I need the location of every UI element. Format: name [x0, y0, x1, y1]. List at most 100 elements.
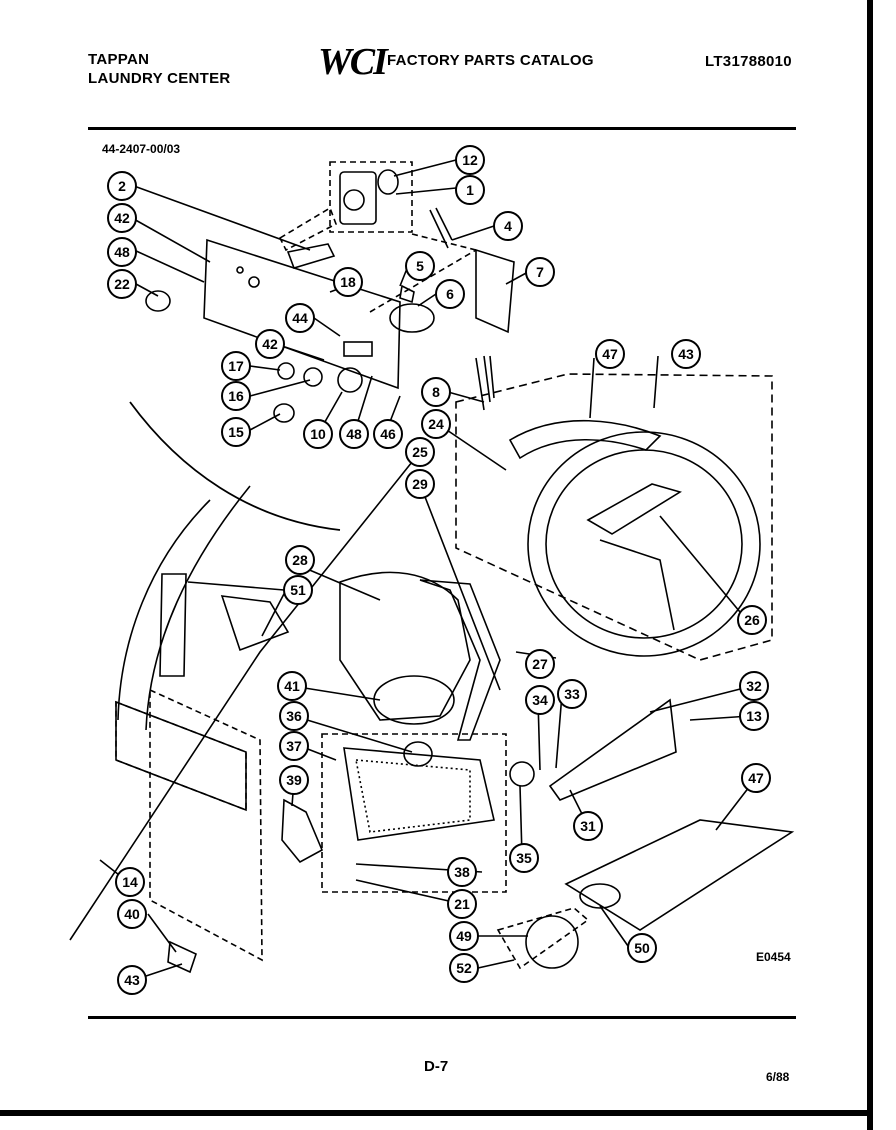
- callout-c32: 32: [739, 671, 769, 701]
- callout-c29: 29: [405, 469, 435, 499]
- wci-logo: WCI: [318, 41, 388, 83]
- callout-c36: 36: [279, 701, 309, 731]
- callout-c26: 26: [737, 605, 767, 635]
- callout-label: 52: [456, 960, 472, 976]
- callout-circle: [107, 237, 137, 267]
- model-number: LT31788010: [705, 53, 792, 70]
- callout-circle: [627, 933, 657, 963]
- header-rule: [88, 127, 796, 130]
- callout-c50: 50: [627, 933, 657, 963]
- callout-c35: 35: [509, 843, 539, 873]
- callout-label: 44: [292, 310, 308, 326]
- callout-circle: [221, 351, 251, 381]
- footer-rule: [88, 1016, 796, 1019]
- callout-c40: 40: [117, 899, 147, 929]
- callout-c7: 7: [525, 257, 555, 287]
- callout-circle: [449, 921, 479, 951]
- callout-circle: [255, 329, 285, 359]
- callout-label: 50: [634, 940, 650, 956]
- callout-c4: 4: [493, 211, 523, 241]
- callout-circle: [493, 211, 523, 241]
- callout-circle: [333, 267, 363, 297]
- callout-c43b: 43: [117, 965, 147, 995]
- callout-label: 31: [580, 818, 596, 834]
- callout-circle: [447, 889, 477, 919]
- callout-c17: 17: [221, 351, 251, 381]
- callout-c48b: 48: [339, 419, 369, 449]
- brand-line-1: TAPPAN: [88, 51, 150, 68]
- callout-label: 49: [456, 928, 472, 944]
- callout-circle: [455, 175, 485, 205]
- callout-circle: [671, 339, 701, 369]
- brand-line-2: LAUNDRY CENTER: [88, 70, 231, 87]
- callout-circle: [221, 417, 251, 447]
- callout-c44: 44: [285, 303, 315, 333]
- callout-c34: 34: [525, 685, 555, 715]
- callout-c16: 16: [221, 381, 251, 411]
- callout-circle: [107, 203, 137, 233]
- callout-c14: 14: [115, 867, 145, 897]
- callout-circle: [107, 171, 137, 201]
- callout-circle: [405, 469, 435, 499]
- callout-label: 29: [412, 476, 428, 492]
- callout-c37: 37: [279, 731, 309, 761]
- callout-label: 47: [602, 346, 618, 362]
- callout-label: 43: [124, 972, 140, 988]
- callout-label: 33: [564, 686, 580, 702]
- page-border-bottom: [0, 1110, 873, 1116]
- callout-circle: [557, 679, 587, 709]
- footer-date: 6/88: [766, 1070, 790, 1084]
- callout-label: 40: [124, 906, 140, 922]
- page-label: D-7: [424, 1058, 449, 1075]
- callout-label: 15: [228, 424, 244, 440]
- callout-label: 22: [114, 276, 130, 292]
- diagram-number: 44-2407-00/03: [102, 142, 181, 156]
- callout-circle: [373, 419, 403, 449]
- callout-label: 42: [114, 210, 130, 226]
- callout-c21: 21: [447, 889, 477, 919]
- callout-circle: [279, 701, 309, 731]
- callout-label: 2: [118, 178, 126, 194]
- callout-label: 4: [504, 218, 512, 234]
- callout-c12: 12: [455, 145, 485, 175]
- callout-label: 37: [286, 738, 302, 754]
- callout-circle: [117, 965, 147, 995]
- callout-label: 35: [516, 850, 532, 866]
- callout-label: 12: [462, 152, 478, 168]
- callout-label: 32: [746, 678, 762, 694]
- callout-c31: 31: [573, 811, 603, 841]
- callout-c8: 8: [421, 377, 451, 407]
- callout-label: 36: [286, 708, 302, 724]
- callout-circle: [405, 251, 435, 281]
- callout-label: 1: [466, 182, 474, 198]
- callout-circle: [525, 649, 555, 679]
- callout-circle: [405, 437, 435, 467]
- callout-label: 7: [536, 264, 544, 280]
- page-border-right: [867, 0, 873, 1130]
- callout-c41: 41: [277, 671, 307, 701]
- callout-c39: 39: [279, 765, 309, 795]
- callout-c28: 28: [285, 545, 315, 575]
- callout-label: 27: [532, 656, 548, 672]
- callout-c24: 24: [421, 409, 451, 439]
- callout-label: 48: [346, 426, 362, 442]
- callout-circle: [339, 419, 369, 449]
- drawing-code: E0454: [756, 950, 791, 964]
- callout-label: 14: [122, 874, 138, 890]
- callout-circle: [573, 811, 603, 841]
- callout-circle: [737, 605, 767, 635]
- callout-c48a: 48: [107, 237, 137, 267]
- callout-label: 39: [286, 772, 302, 788]
- callout-c10: 10: [303, 419, 333, 449]
- callout-c42b: 42: [255, 329, 285, 359]
- callout-label: 5: [416, 258, 424, 274]
- callout-c27: 27: [525, 649, 555, 679]
- callout-circle: [509, 843, 539, 873]
- callout-c2: 2: [107, 171, 137, 201]
- callout-circle: [279, 731, 309, 761]
- callout-circle: [285, 545, 315, 575]
- callout-label: 10: [310, 426, 326, 442]
- callout-label: 51: [290, 582, 306, 598]
- callout-label: 28: [292, 552, 308, 568]
